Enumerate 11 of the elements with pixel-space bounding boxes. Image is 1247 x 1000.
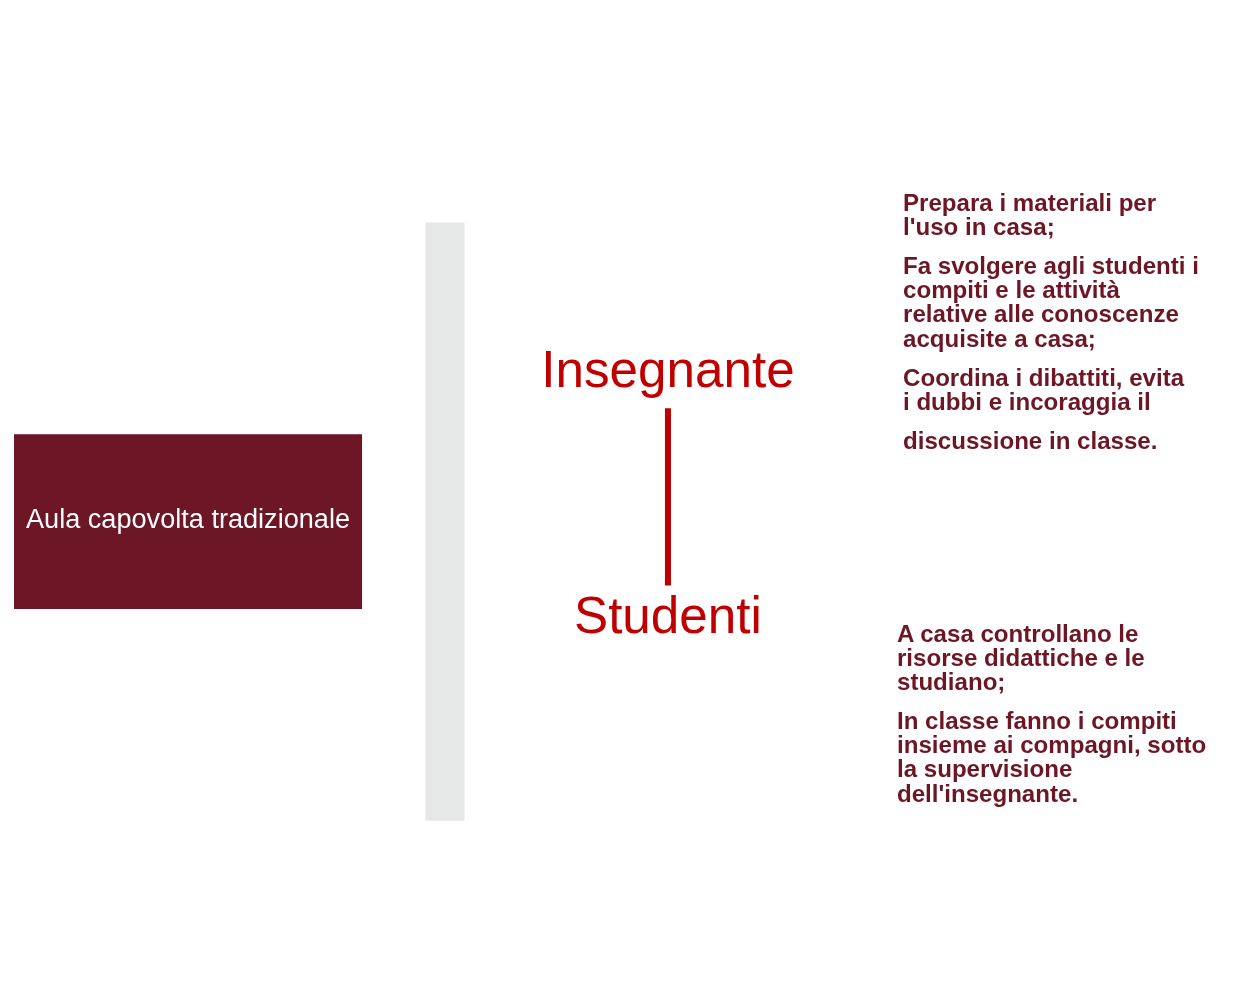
- node-label: Coordina i dibattiti, evita i dubbi e incoraggia il: [903, 363, 1185, 415]
- node-box: Aula capovolta tradizionale: [14, 433, 363, 609]
- node-text: Insegnante: [541, 340, 795, 398]
- node-label: A casa controllano le risorse didattiche e le studiano;: [896, 619, 1145, 695]
- node-label: Fa svolgere agli studenti i compiti e le attività relative alle conoscenze acquisite a casa;: [903, 251, 1199, 351]
- node-label: Prepara i materiali per l'uso in casa;: [903, 188, 1157, 240]
- node-label: discussione in classe.: [903, 426, 1158, 454]
- node-bar: [425, 222, 465, 821]
- node-text: Studenti: [573, 586, 762, 644]
- connector: [664, 407, 671, 585]
- node-label: In classe fanno i compiti insieme ai compagni, sotto la supervisione dell'insegnante.: [896, 706, 1207, 807]
